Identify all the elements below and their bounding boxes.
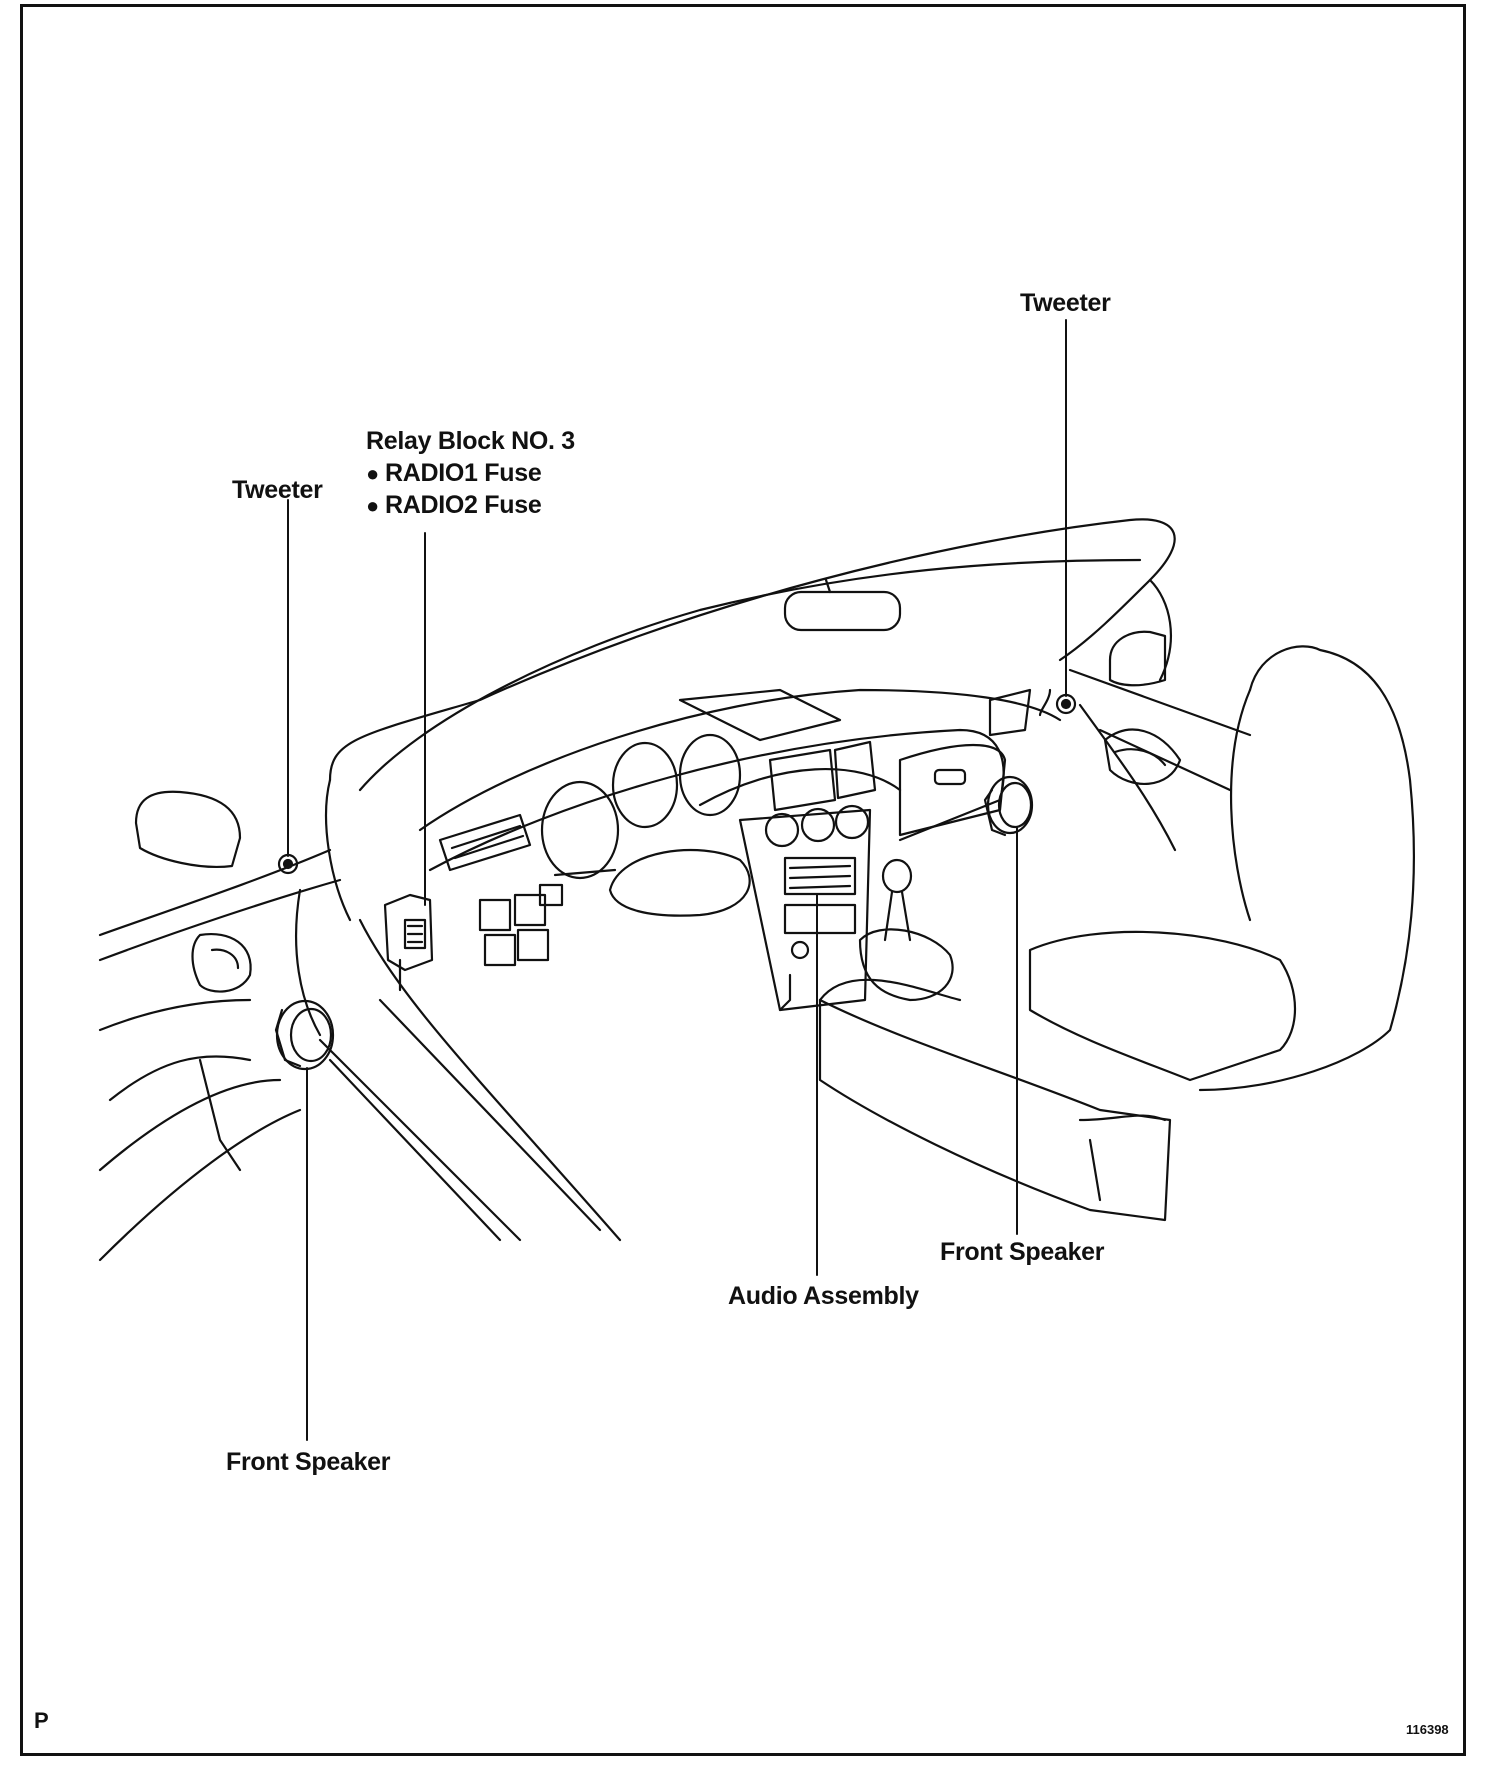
gauge-center — [611, 741, 679, 829]
label-relay-block: Relay Block NO. 3 — [366, 427, 575, 455]
switch-5 — [538, 883, 564, 907]
bullet-icon: ● — [366, 493, 379, 518]
passenger-seat — [818, 645, 1416, 1222]
switch-4 — [516, 928, 550, 962]
label-front-speaker-left: Front Speaker — [226, 1448, 391, 1476]
front-speaker-left-icon — [274, 999, 335, 1071]
rearview-mirror — [783, 590, 902, 632]
left-side-mirror — [134, 790, 242, 868]
center-vent-left — [768, 748, 837, 812]
figure-number: 116398 — [1406, 1722, 1449, 1737]
glovebox — [898, 743, 1007, 837]
windshield-frame — [325, 518, 1176, 922]
gauge-right — [678, 733, 742, 817]
leader-lines — [287, 319, 1067, 1441]
steering-wheel — [608, 848, 751, 917]
left-door — [98, 790, 622, 1262]
label-audio-assembly: Audio Assembly — [728, 1282, 919, 1310]
right-door-handle — [1103, 728, 1182, 785]
center-vent-right — [833, 740, 877, 800]
front-speaker-right-icon — [983, 775, 1034, 837]
right-door — [1038, 630, 1252, 852]
right-vent — [988, 688, 1032, 737]
switch-2 — [513, 893, 547, 927]
dashboard — [418, 688, 1062, 967]
label-tweeter-right: Tweeter — [1020, 289, 1111, 317]
bullet-icon: ● — [366, 461, 379, 486]
gear-shifter — [818, 858, 962, 1002]
center-console — [738, 804, 872, 1012]
relay-block-icon — [383, 893, 434, 992]
label-tweeter-left: Tweeter — [232, 476, 323, 504]
switch-1 — [478, 898, 512, 932]
right-side-mirror — [1108, 630, 1167, 687]
label-front-speaker-right: Front Speaker — [940, 1238, 1105, 1266]
label-relay-fuse-1: ●RADIO1 Fuse — [366, 459, 542, 487]
diagram-frame — [20, 4, 1466, 1756]
left-door-handle — [191, 932, 252, 993]
left-vent — [438, 813, 532, 872]
gauge-left — [540, 780, 620, 880]
label-relay-fuse-2: ●RADIO2 Fuse — [366, 491, 542, 519]
audio-assembly-unit — [783, 856, 857, 896]
corner-code: P — [34, 1708, 49, 1733]
switch-3 — [483, 933, 517, 967]
